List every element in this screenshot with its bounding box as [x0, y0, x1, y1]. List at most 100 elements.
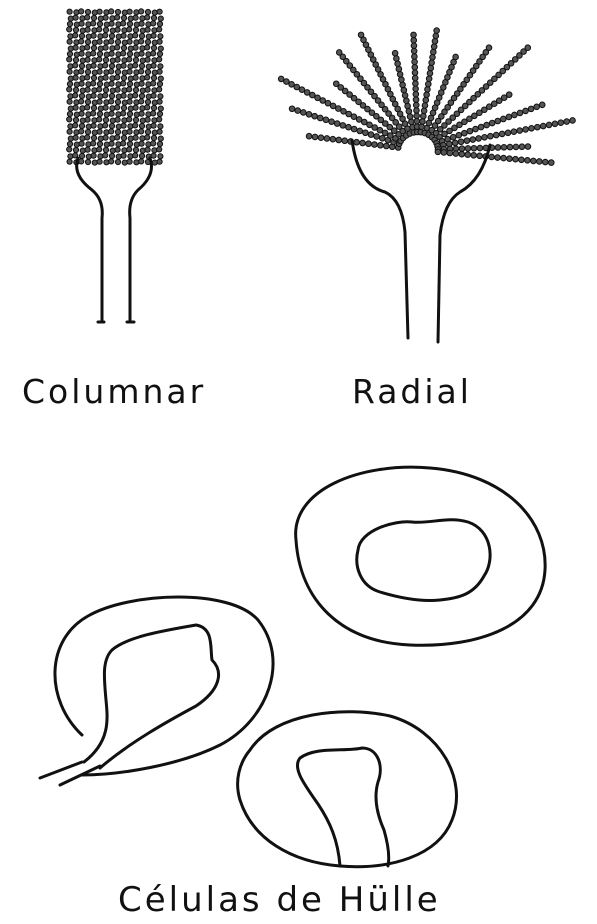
spore	[362, 119, 368, 125]
spore	[73, 15, 78, 20]
spore	[79, 21, 84, 26]
spore	[86, 34, 91, 39]
spore	[109, 21, 114, 26]
spore	[145, 135, 150, 140]
spore	[133, 75, 138, 80]
spore	[85, 99, 90, 104]
spore	[152, 130, 157, 135]
spore	[424, 92, 430, 98]
spore	[128, 46, 133, 51]
spore	[151, 123, 156, 128]
spore	[74, 112, 79, 117]
spore	[86, 22, 91, 27]
spore	[513, 156, 519, 162]
spore	[157, 39, 162, 44]
spore	[534, 104, 540, 110]
spore	[67, 117, 72, 122]
spore	[134, 160, 139, 165]
spore	[97, 39, 102, 44]
spore	[511, 129, 517, 135]
spore	[109, 9, 114, 14]
spore	[152, 58, 157, 63]
spore	[467, 128, 473, 134]
spore	[357, 128, 363, 134]
spore	[158, 154, 163, 159]
spore	[278, 76, 284, 82]
spore	[115, 69, 120, 74]
spore	[317, 115, 323, 121]
spore	[73, 75, 78, 80]
spore	[98, 16, 103, 21]
spore	[109, 141, 114, 146]
spore	[140, 106, 145, 111]
spore	[330, 103, 336, 109]
spore	[97, 21, 102, 26]
spore	[157, 27, 162, 32]
spore	[68, 136, 73, 141]
spore	[92, 100, 97, 105]
spore	[92, 118, 97, 123]
spore	[134, 112, 139, 117]
spore	[86, 64, 91, 69]
spore	[519, 144, 525, 150]
spore	[570, 118, 576, 124]
spore	[407, 114, 413, 120]
spore	[140, 28, 145, 33]
spore	[121, 33, 126, 38]
spore	[411, 43, 417, 49]
spore	[140, 58, 145, 63]
spore	[441, 150, 447, 156]
spore	[340, 123, 346, 129]
spore	[406, 108, 412, 114]
spore	[528, 106, 534, 112]
spore	[92, 10, 97, 15]
spore	[97, 27, 102, 32]
spore	[74, 52, 79, 57]
spore	[128, 76, 133, 81]
spore	[482, 134, 488, 140]
spore	[109, 129, 114, 134]
spore	[146, 52, 151, 57]
spore	[157, 21, 162, 26]
spore	[139, 159, 144, 164]
spore	[110, 136, 115, 141]
spore	[145, 15, 150, 20]
spore	[92, 130, 97, 135]
spore	[103, 15, 108, 20]
spore	[121, 93, 126, 98]
spore	[507, 156, 513, 162]
spore	[116, 112, 121, 117]
spore	[115, 105, 120, 110]
spore	[67, 27, 72, 32]
spore	[145, 27, 150, 32]
spore	[109, 159, 114, 164]
spore	[507, 144, 513, 150]
spore	[67, 141, 72, 146]
spore	[157, 159, 162, 164]
spore	[104, 52, 109, 57]
spore	[145, 39, 150, 44]
spore	[517, 128, 523, 134]
spore	[91, 111, 96, 116]
spore	[85, 57, 90, 62]
spore	[139, 33, 144, 38]
spore	[79, 111, 84, 116]
spore	[91, 75, 96, 80]
spore	[405, 103, 411, 109]
spore	[110, 46, 115, 51]
spore	[68, 106, 73, 111]
spore	[341, 109, 347, 115]
spore	[564, 119, 570, 125]
spore	[140, 88, 145, 93]
spore	[157, 9, 162, 14]
spore	[412, 54, 418, 60]
spore	[478, 124, 484, 130]
spore	[91, 63, 96, 68]
spore	[74, 10, 79, 15]
spore	[158, 16, 163, 21]
spore	[74, 82, 79, 87]
spore	[91, 135, 96, 140]
spore	[306, 111, 312, 117]
spore	[109, 81, 114, 86]
